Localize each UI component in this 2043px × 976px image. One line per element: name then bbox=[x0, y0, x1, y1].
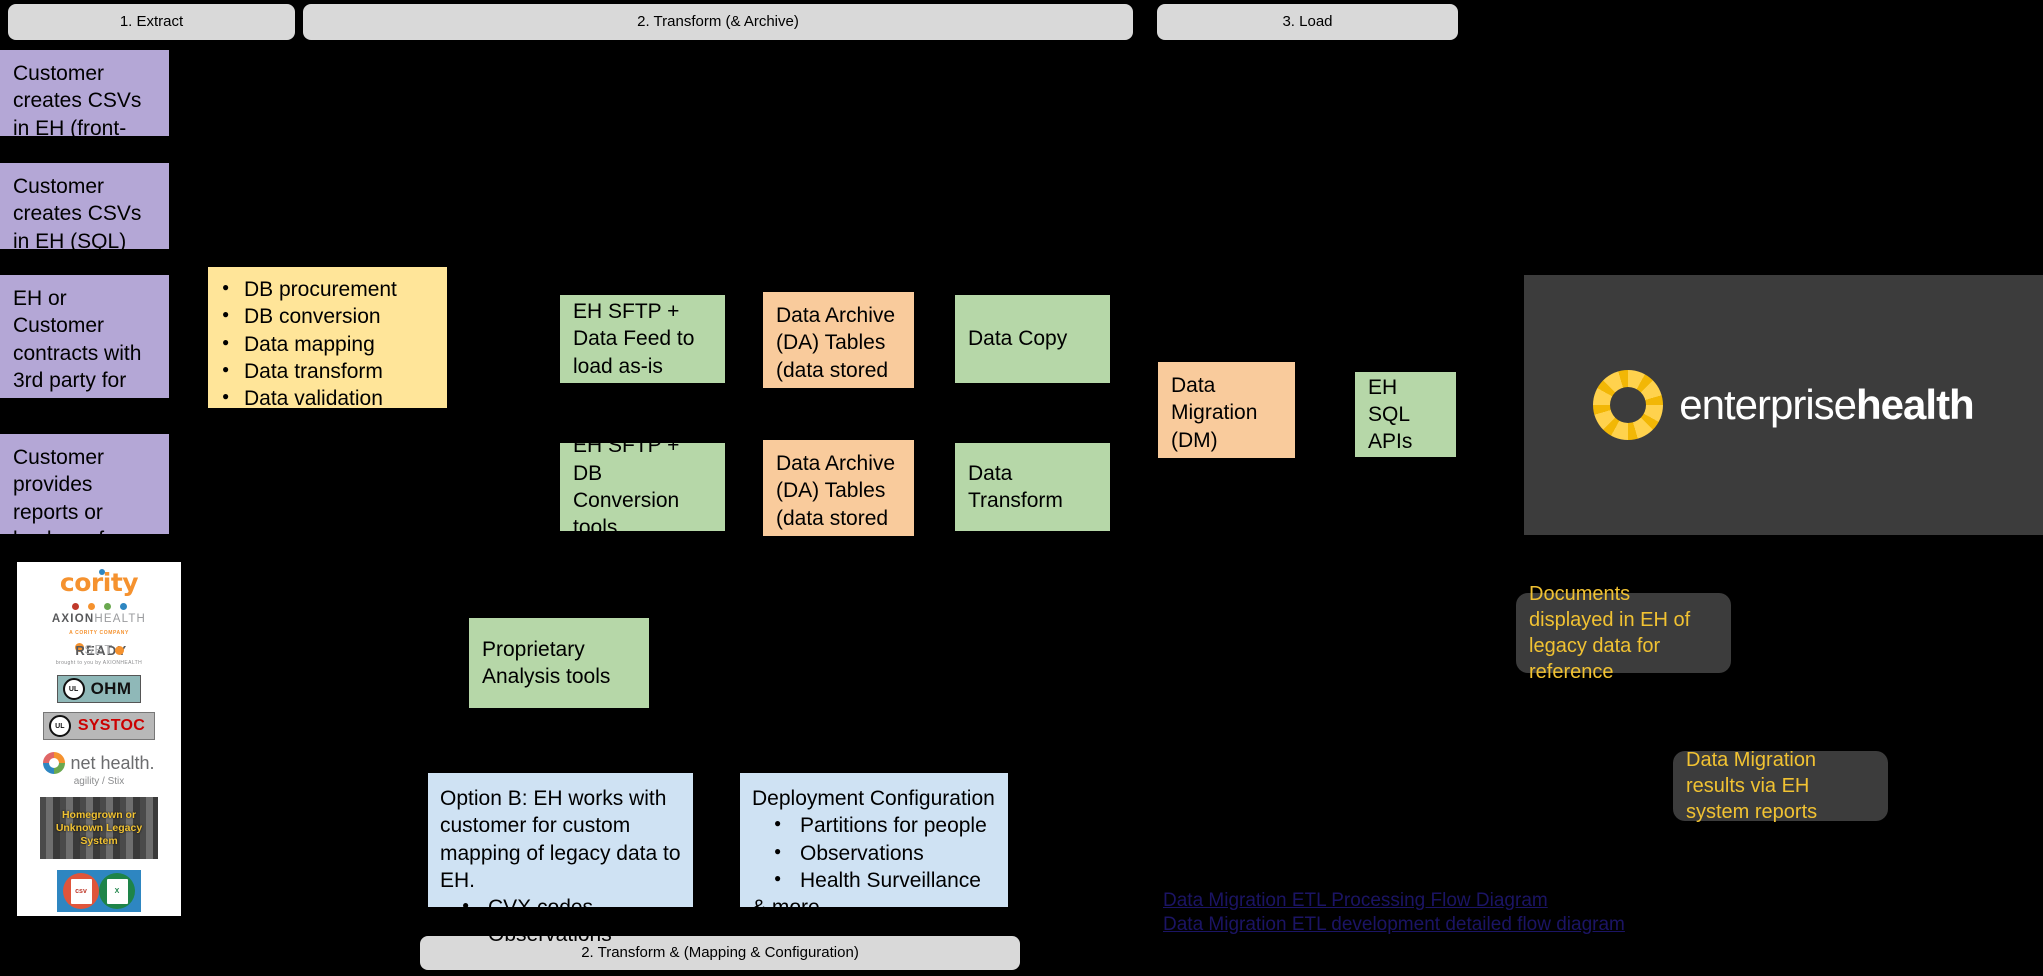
mapping-box-list: CVX codes Observations bbox=[440, 894, 681, 949]
wordmark-bold: health bbox=[1856, 381, 1975, 428]
list-item: CVX codes bbox=[440, 894, 681, 921]
list-item: DB conversion bbox=[218, 303, 437, 330]
third-party-tasks-list: DB procurement DB conversion Data mappin… bbox=[218, 276, 437, 440]
net-health-subtitle: agility / Stix bbox=[73, 776, 125, 788]
phase-header-transform-archive: 2. Transform (& Archive) bbox=[303, 4, 1133, 40]
excel-file-icon: X bbox=[99, 873, 135, 909]
mapping-box-title: Option B: EH works with customer for cus… bbox=[440, 787, 681, 892]
net-health-logo: net health. bbox=[43, 752, 155, 775]
box-text: Data Migration (DM) Tables (data staged … bbox=[1171, 374, 1265, 561]
legacy-vendor-logo-stack: cority AXIONHEALTH A CORITY COMPANY READ… bbox=[17, 562, 181, 916]
diagram-links: Data Migration ETL Processing Flow Diagr… bbox=[1163, 890, 1625, 936]
third-party-tasks-box: DB procurement DB conversion Data mappin… bbox=[208, 267, 447, 437]
ohm-logo: UL OHM bbox=[56, 675, 142, 704]
data-archive-tables-box-2: Data Archive (DA) Tables (data stored lo… bbox=[763, 440, 914, 584]
axion-light-text: HEALTH bbox=[94, 613, 147, 625]
extract-box-csv-sql: Customer creates CSVs in EH (SQL) API fo… bbox=[0, 163, 169, 280]
systoc-logo-text: SYSTOC bbox=[77, 717, 146, 735]
csv-file-icon: csv bbox=[63, 873, 99, 909]
ul-mark-icon: UL bbox=[62, 678, 85, 701]
box-text: Data Copy bbox=[968, 327, 1068, 351]
list-item: Data mapping bbox=[218, 331, 437, 358]
ohm-logo-text: OHM bbox=[90, 679, 132, 699]
axion-dots-icon bbox=[71, 603, 127, 610]
box-text: EH SQL APIs bbox=[1368, 375, 1413, 454]
cority-logo: cority bbox=[60, 569, 139, 595]
legacy-system-caption: Homegrown or Unknown Legacy System bbox=[55, 808, 143, 847]
axion-main-text: AXION bbox=[51, 613, 95, 625]
box-text: EH SFTP + DB Conversion tools bbox=[573, 434, 680, 540]
deployment-box-title: Deployment Configuration bbox=[752, 787, 995, 810]
list-item: Partitions for people bbox=[752, 812, 996, 839]
phase-header-label: 2. Transform (& Archive) bbox=[637, 12, 799, 30]
documents-displayed-callout: Documents displayed in EH of legacy data… bbox=[1516, 583, 1731, 683]
extract-box-third-party-etl: EH or Customer contracts with 3rd party … bbox=[0, 275, 169, 446]
list-item: Health Surveillance bbox=[752, 867, 996, 894]
list-item: Data validation assistance bbox=[218, 385, 437, 440]
enterprise-health-banner: enterprisehealth bbox=[1524, 275, 2043, 535]
list-item: Observations bbox=[752, 840, 996, 867]
readyset-logo: READYSET bbox=[74, 641, 126, 658]
data-migration-results-callout: Data Migration results via EH system rep… bbox=[1673, 749, 1888, 823]
net-health-text: net health. bbox=[70, 753, 155, 774]
ul-mark-icon: UL bbox=[48, 715, 71, 738]
extract-box-legacy-backup: Customer provides reports or backup of L… bbox=[0, 434, 169, 578]
ready-light-text: SET bbox=[84, 641, 114, 657]
data-archive-tables-box-1: Data Archive (DA) Tables (data stored lo… bbox=[763, 292, 914, 436]
readyset-dot-icon bbox=[114, 645, 124, 655]
proprietary-analysis-tools-box: Proprietary Analysis tools bbox=[469, 618, 649, 708]
eh-sftp-data-feed-box: EH SFTP + Data Feed to load as-is bbox=[560, 295, 725, 383]
box-text: Proprietary Analysis tools bbox=[482, 637, 611, 688]
eh-sql-apis-box: EH SQL APIs bbox=[1355, 372, 1456, 457]
option-b-mapping-box: Option B: EH works with customer for cus… bbox=[428, 773, 693, 946]
list-item: DB procurement bbox=[218, 276, 437, 303]
axion-tagline: A CORITY COMPANY bbox=[69, 629, 129, 636]
file-format-icons: csv X bbox=[57, 870, 141, 912]
enterprise-health-wordmark: enterprisehealth bbox=[1679, 381, 1975, 429]
data-copy-box: Data Copy bbox=[955, 295, 1110, 383]
cority-dot-icon bbox=[98, 569, 105, 575]
link-etl-development-detailed-flow-diagram[interactable]: Data Migration ETL development detailed … bbox=[1163, 914, 1625, 935]
phase-header-label: 1. Extract bbox=[119, 12, 184, 30]
extract-box-text: EH or Customer contracts with 3rd party … bbox=[13, 287, 156, 446]
phase-header-extract: 1. Extract bbox=[8, 4, 295, 40]
net-health-ring-icon bbox=[43, 752, 66, 775]
list-item: Data transform bbox=[218, 358, 437, 385]
legacy-system-photo: Homegrown or Unknown Legacy System bbox=[40, 797, 158, 859]
extract-box-text: Customer creates CSVs in EH (SQL) API fo… bbox=[13, 175, 142, 280]
data-transform-box: Data Transform bbox=[955, 443, 1110, 531]
extract-box-csv-frontend: Customer creates CSVs in EH (front-end) … bbox=[0, 50, 169, 194]
axionhealth-logo: AXIONHEALTH bbox=[52, 613, 146, 627]
list-item: Observations bbox=[440, 921, 681, 948]
box-text: Data Transform bbox=[968, 461, 1063, 512]
deployment-box-footer: & more bbox=[752, 896, 820, 920]
phase-header-label: 3. Load bbox=[1282, 12, 1333, 30]
deployment-box-list: Partitions for people Observations Healt… bbox=[752, 812, 996, 894]
phase-header-transform-mapping: 2. Transform & (Mapping & Configuration) bbox=[420, 936, 1020, 970]
box-text: EH SFTP + Data Feed to load as-is bbox=[573, 300, 695, 378]
data-migration-tables-box: Data Migration (DM) Tables (data staged … bbox=[1158, 362, 1295, 561]
box-text: Data Archive (DA) Tables (data stored lo… bbox=[776, 304, 900, 437]
readyset-tagline: brought to you by AXIONHEALTH bbox=[55, 660, 143, 667]
box-text: Data Archive (DA) Tables (data stored lo… bbox=[776, 452, 900, 585]
deployment-configuration-box: Deployment Configuration Partitions for … bbox=[740, 773, 1008, 919]
link-etl-processing-flow-diagram[interactable]: Data Migration ETL Processing Flow Diagr… bbox=[1163, 890, 1548, 911]
wordmark-light: enterprise bbox=[1679, 381, 1857, 428]
callout-text: Data Migration results via EH system rep… bbox=[1686, 749, 1818, 823]
extract-box-text: Customer provides reports or backup of L… bbox=[13, 446, 157, 578]
callout-text: Documents displayed in EH of legacy data… bbox=[1529, 583, 1691, 683]
eh-sftp-db-conversion-box: EH SFTP + DB Conversion tools bbox=[560, 434, 725, 539]
phase-header-load: 3. Load bbox=[1157, 4, 1458, 40]
enterprise-health-sun-icon bbox=[1593, 370, 1664, 440]
systoc-logo: UL SYSTOC bbox=[42, 712, 156, 741]
